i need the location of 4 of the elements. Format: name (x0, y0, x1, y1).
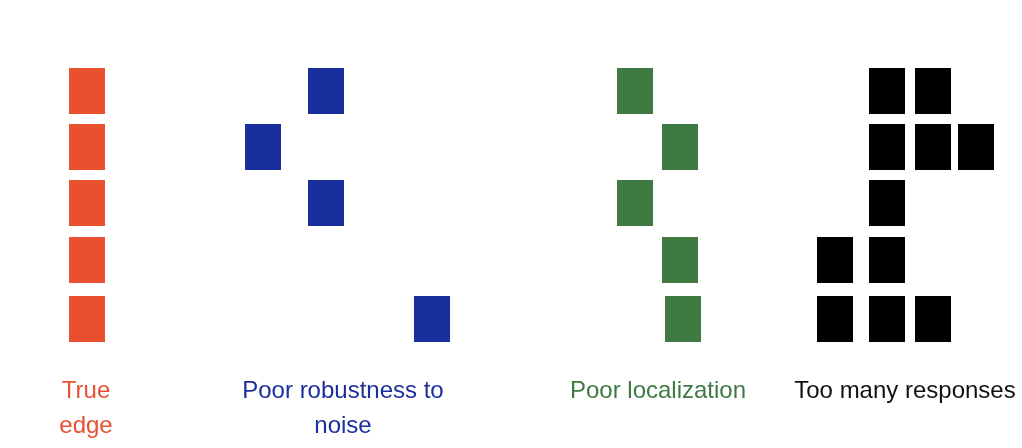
caption: Poor robustness to noise (241, 375, 445, 440)
caption: Too many responses (793, 375, 1017, 405)
caption: True edge (58, 375, 114, 440)
caption: Poor localization (568, 375, 748, 405)
